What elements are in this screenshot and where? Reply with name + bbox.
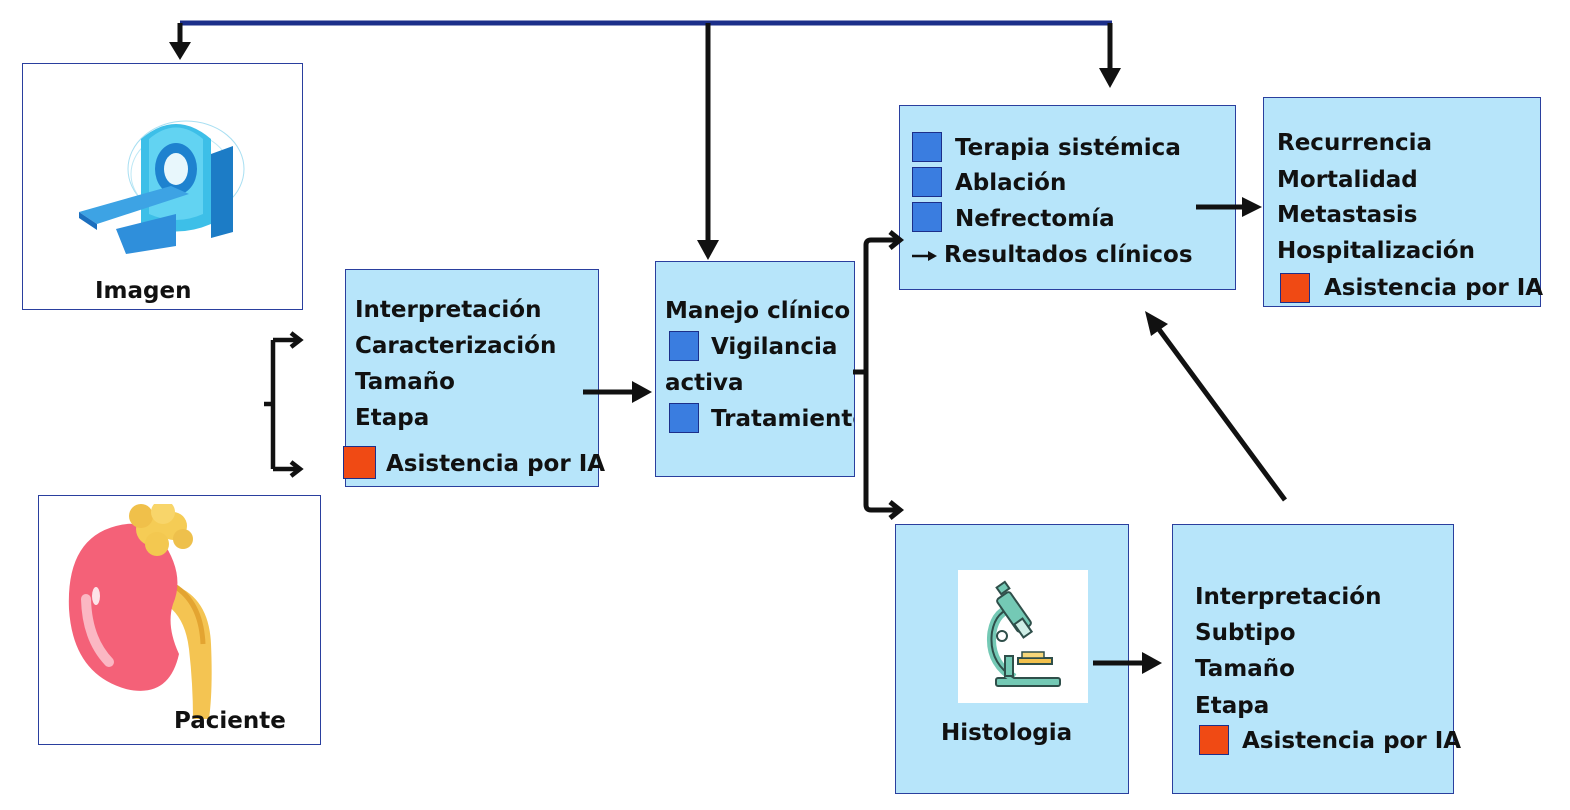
systemic-therapy-square <box>912 132 942 162</box>
outcome-hospitalization: Hospitalización <box>1277 238 1475 264</box>
histology-to-treatment-arrow <box>1145 311 1288 502</box>
treatment-item-nephrectomy: Nefrectomía <box>955 206 1115 232</box>
small-arrow-icon <box>912 251 937 261</box>
kidney-icon <box>68 504 212 719</box>
analysis-to-management-arrow <box>583 381 652 403</box>
imaging-item-stage: Etapa <box>355 405 430 431</box>
histology-label: Histologia <box>941 720 1073 746</box>
outcome-metastasis: Metastasis <box>1277 202 1418 228</box>
clinical-outcomes-label: Resultados clínicos <box>944 242 1193 268</box>
imaging-ai-label: Asistencia por IA <box>386 451 606 477</box>
management-box: Manejo clínico Vigilancia activa Tratami… <box>655 261 855 477</box>
treatment-to-outcomes-arrow <box>1196 197 1262 217</box>
microscope-icon <box>986 580 1061 687</box>
treatment-item-systemic: Terapia sistémica <box>955 135 1181 161</box>
histology-item-subtype: Subtipo <box>1195 620 1296 646</box>
imaging-label: Imagen <box>95 278 192 304</box>
imaging-analysis-box: Interpretación Caracterización Tamaño Et… <box>343 269 605 487</box>
patient-label: Paciente <box>174 708 286 734</box>
histology-ai-label: Asistencia por IA <box>1242 728 1462 754</box>
patient-box: Paciente <box>38 495 321 745</box>
ct-scanner-icon <box>79 120 245 254</box>
histology-item-interpretation: Interpretación <box>1195 584 1382 610</box>
histology-item-size: Tamaño <box>1195 656 1295 682</box>
imaging-box: Imagen <box>22 63 303 310</box>
imaging-item-characterization: Caracterización <box>355 333 557 359</box>
histology-box: Histologia <box>895 524 1129 794</box>
surveillance-label-1: Vigilancia <box>711 334 838 360</box>
input-bracket-connector <box>264 331 304 478</box>
imaging-item-size: Tamaño <box>355 369 455 395</box>
surveillance-square <box>669 331 699 361</box>
treatment-item-ablation: Ablación <box>955 170 1067 196</box>
management-split-connector <box>853 230 905 520</box>
outcomes-ai-label: Asistencia por IA <box>1324 275 1544 301</box>
imaging-item-interpretation: Interpretación <box>355 297 542 323</box>
nephrectomy-square <box>912 202 942 232</box>
ai-indicator-square <box>1199 725 1229 755</box>
histology-item-stage: Etapa <box>1195 693 1270 719</box>
management-title: Manejo clínico <box>665 298 851 324</box>
outcomes-box: Recurrencia Mortalidad Metastasis Hospit… <box>1263 97 1544 307</box>
treatment-square <box>669 403 699 433</box>
surveillance-label-2: activa <box>665 370 744 396</box>
outcome-recurrence: Recurrencia <box>1277 130 1433 156</box>
treatment-box: Terapia sistémica Ablación Nefrectomía R… <box>899 105 1236 290</box>
histology-analysis-box: Interpretación Subtipo Tamaño Etapa Asis… <box>1172 524 1461 794</box>
top-feedback-connector <box>169 20 1121 260</box>
microscope-image-frame <box>958 570 1088 703</box>
ai-indicator-square <box>343 446 376 479</box>
histology-to-analysis-arrow <box>1093 652 1162 674</box>
treatment-option-label: Tratamiento <box>711 406 855 432</box>
outcome-mortality: Mortalidad <box>1277 167 1418 193</box>
ai-indicator-square <box>1280 273 1310 303</box>
ablation-square <box>912 167 942 197</box>
